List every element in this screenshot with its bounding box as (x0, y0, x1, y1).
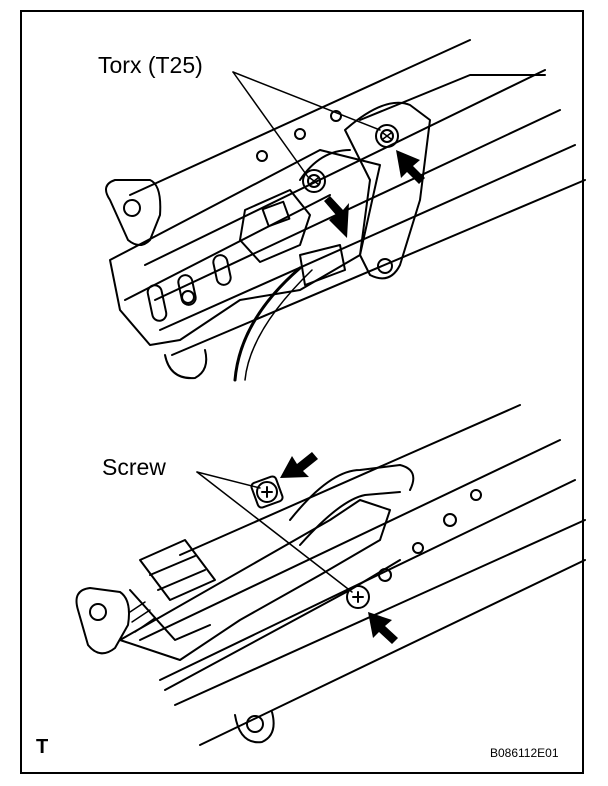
arrow-icon (368, 612, 398, 644)
screw-icon (250, 475, 284, 509)
arrow-icon (324, 196, 349, 238)
screw-leader-line (196, 471, 353, 593)
screw-icon (346, 585, 370, 609)
figure-code: B086112E01 (490, 746, 559, 760)
corner-mark: T (36, 736, 49, 758)
screw-leader-line (196, 471, 261, 489)
arrow-icon (396, 150, 425, 184)
arrow-icon (280, 452, 318, 478)
torx-bolt-icon (375, 124, 399, 148)
torx-label: Torx (T25) (98, 52, 203, 78)
torx-leader-line (232, 71, 381, 131)
seat-track-upper (105, 39, 586, 382)
torx-leader-line (232, 71, 309, 178)
screw-label: Screw (102, 454, 166, 480)
torx-bolt-icon (302, 169, 326, 193)
